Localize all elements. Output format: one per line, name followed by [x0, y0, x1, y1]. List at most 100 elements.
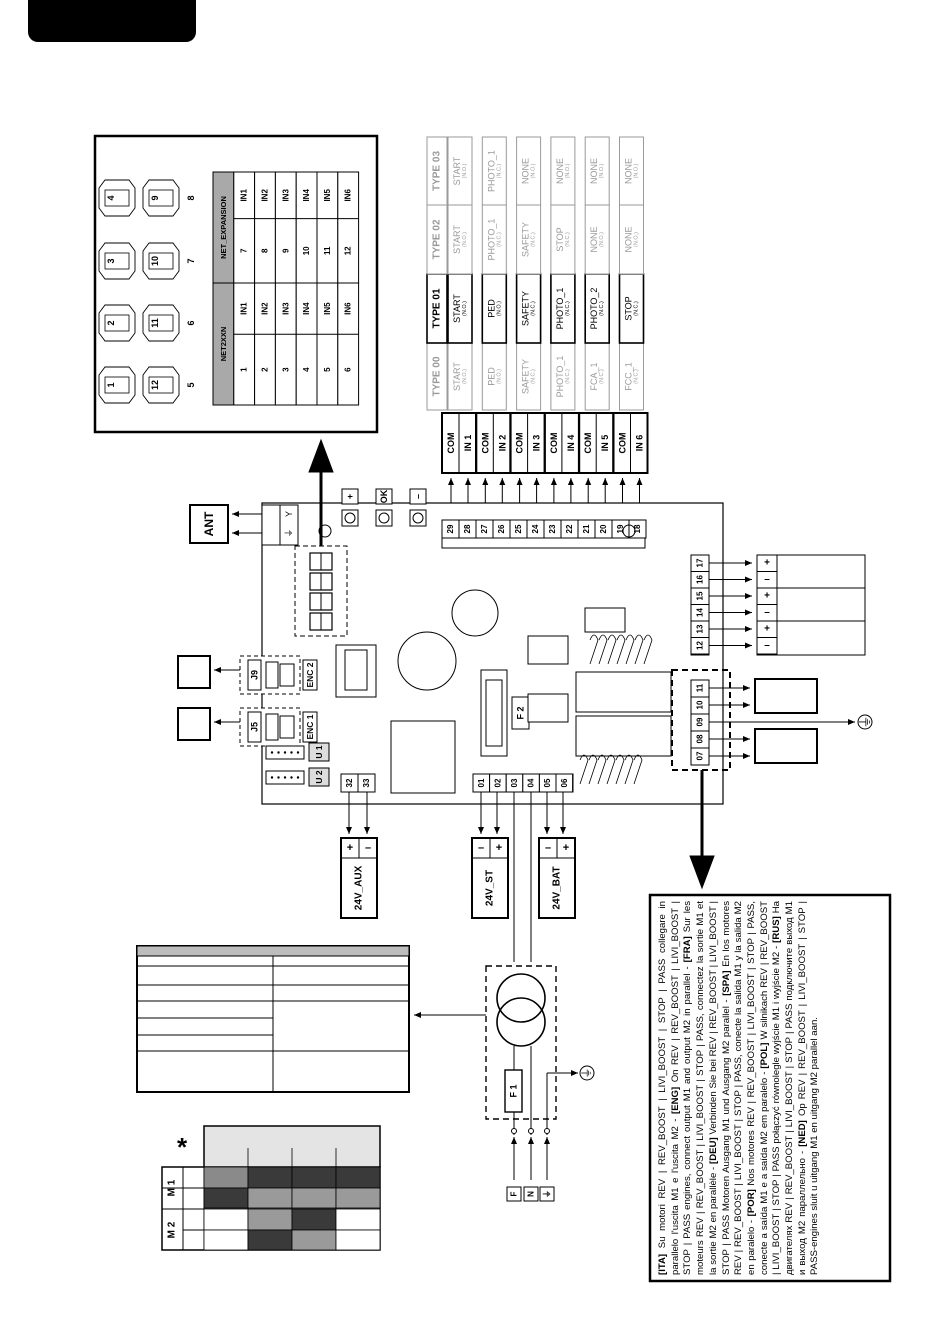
terminal-number: 02	[493, 778, 502, 787]
terminal-number: 25	[514, 524, 523, 533]
net2xxn-table-input: IN5	[323, 302, 332, 315]
language-tag: [ITA]	[657, 1253, 668, 1275]
relay-small	[527, 635, 569, 665]
in-label: IN 6	[635, 435, 645, 452]
board-button	[409, 509, 427, 527]
blank-table-header	[136, 945, 410, 957]
f2-label: F 2	[516, 706, 526, 719]
terminal-number: 03	[510, 778, 519, 787]
j-label-box	[247, 659, 262, 691]
terminal-number: 07	[696, 751, 705, 760]
type-cell-signal: STOP	[624, 296, 634, 320]
motor-grid-cell	[291, 1187, 337, 1209]
terminal-number: 26	[497, 524, 506, 533]
type-cell	[516, 136, 542, 206]
digit-segment	[98, 179, 136, 217]
type-cell	[481, 136, 507, 206]
terminal-number: 01	[477, 778, 486, 787]
motor-grid-cell	[247, 1166, 293, 1189]
type-cell-contact: (N.O.)	[462, 232, 468, 247]
mains-label: F	[510, 1191, 519, 1196]
type-cell-contact: (N.O.)	[496, 369, 502, 384]
type-cell-contact: (N.O.)	[565, 163, 571, 178]
terminal-number: 32	[345, 778, 354, 787]
terminal-top	[628, 519, 647, 539]
terminal-number: 24	[531, 524, 540, 533]
pin	[270, 751, 274, 754]
terminal-number: 11	[696, 683, 705, 692]
terminal-number: 18	[633, 524, 642, 533]
terminal-number: 15	[696, 591, 705, 600]
board-button-label: +	[345, 494, 355, 499]
mount-hole	[622, 524, 636, 538]
type-cell-contact: (N.O.)	[634, 163, 640, 178]
type-cell-signal: START	[452, 362, 462, 391]
header-tab	[28, 0, 196, 42]
net-expansion-table-input: IN6	[344, 189, 353, 202]
net2xxn-table-col	[337, 282, 360, 406]
type-cell	[447, 136, 473, 206]
net-expansion-table-input: IN5	[323, 189, 332, 202]
instr-arrow-head	[689, 855, 715, 890]
type-cell-signal: PED	[486, 367, 496, 386]
pm-label: +	[764, 624, 770, 635]
type-cell-signal: SAFETY	[521, 291, 531, 326]
motor-grid-cell	[203, 1166, 249, 1189]
u-label: U 1	[314, 745, 324, 759]
digit-side: 5	[186, 382, 196, 387]
digit-inner	[104, 189, 130, 207]
ground-symbol: ⏚	[284, 528, 294, 537]
type-cell	[447, 342, 473, 411]
digit-paired: 11	[150, 318, 160, 328]
net-expansion-table-header-text: NET_EXPANSION	[219, 196, 228, 259]
type-name: TYPE 00	[432, 356, 443, 396]
digit-side: 8	[186, 195, 196, 200]
terminal-number: 09	[696, 717, 705, 726]
motor-table: *M 1M 2	[136, 945, 486, 1251]
board-button	[375, 509, 393, 527]
net-expansion-table-input: IN4	[302, 189, 311, 202]
capacitor	[451, 589, 499, 637]
net2xxn-table-col	[233, 282, 256, 406]
type-cell-signal: START	[452, 225, 462, 254]
language-tag: [DEU]	[707, 1137, 719, 1164]
digit-segment	[142, 304, 180, 342]
digit-segment	[98, 366, 136, 404]
terminal-dot	[511, 1128, 517, 1134]
type-cell-signal: FCA_1	[589, 362, 599, 390]
motor-grid-cell	[247, 1187, 293, 1209]
type-cell	[619, 136, 644, 206]
board-button-knob	[412, 512, 424, 524]
star-mark: *	[177, 1132, 188, 1162]
net-expansion-table-index: 12	[344, 246, 353, 255]
type-cell-signal: PHOTO_1	[486, 150, 496, 192]
net-expansion-table-input: IN1	[240, 189, 249, 202]
net-expansion-table-col	[274, 171, 297, 284]
u-label: U 2	[314, 770, 324, 784]
type-cell-contact: (N.O.)	[531, 163, 537, 178]
terminal-number: 16	[696, 575, 705, 584]
com-label: COM	[515, 433, 525, 454]
net-expansion-table-col	[233, 171, 256, 284]
terminal-number: 22	[565, 524, 574, 533]
capacitor	[397, 631, 457, 691]
type-cell-signal: SAFETY	[521, 359, 531, 394]
terminal-number: 21	[582, 524, 591, 533]
type-cell-signal: NONE	[589, 226, 599, 252]
digit-side: 6	[186, 320, 196, 325]
pin	[270, 776, 274, 779]
pm-label: –	[764, 574, 770, 585]
type-cell	[618, 273, 645, 344]
terminal-bottom	[555, 773, 574, 793]
digit-segment	[142, 179, 180, 217]
u-label-box	[308, 767, 330, 787]
terminal-number: 33	[362, 778, 371, 787]
pin	[277, 751, 280, 754]
pin	[296, 776, 300, 779]
antenna-symbol: Y	[284, 511, 294, 517]
type-cell-signal: PED	[486, 299, 496, 318]
net-expansion-table-input: IN3	[281, 189, 290, 202]
